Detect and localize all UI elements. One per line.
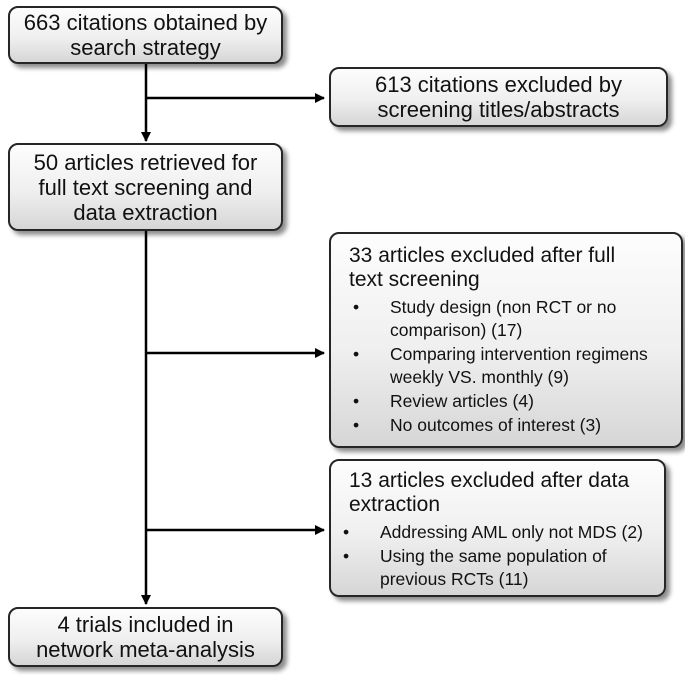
- box-retrieved-line-2: full text screening and: [38, 174, 253, 200]
- reason-line: No outcomes of interest (3): [390, 415, 602, 435]
- bullet-icon: •: [353, 344, 360, 364]
- fulltext-exclusion-reasons: • Study design (non RCT or no comparison…: [349, 296, 671, 437]
- extraction-title-line-1: 13 articles excluded after data: [349, 469, 630, 492]
- reason-line: Study design (non RCT or no: [390, 297, 617, 317]
- reason-aml-only: • Addressing AML only not MDS (2): [339, 521, 654, 544]
- reason-review-articles: • Review articles (4): [349, 390, 671, 413]
- fulltext-excluded-title: 33 articles excluded after full text scr…: [349, 244, 671, 292]
- box-included-line-2: network meta-analysis: [36, 637, 255, 662]
- reason-line: Review articles (4): [390, 391, 534, 411]
- box-screening-line-1: 613 citations excluded by: [374, 72, 623, 97]
- box-screening-line-2: screening titles/abstracts: [377, 97, 620, 122]
- box-search-line-1: 663 citations obtained by: [23, 10, 268, 35]
- reason-line: comparison) (17): [390, 320, 523, 340]
- reason-line: Using the same population of: [380, 546, 607, 566]
- extraction-exclusion-reasons: • Addressing AML only not MDS (2) • Usin…: [339, 521, 654, 591]
- reason-no-outcomes: • No outcomes of interest (3): [349, 414, 671, 437]
- bullet-icon: •: [343, 546, 350, 566]
- box-retrieved-line-3: data extraction: [73, 199, 218, 225]
- box-retrieved-line-1: 50 articles retrieved for: [33, 149, 258, 175]
- box-search-strategy: 663 citations obtained by search strateg…: [8, 6, 283, 64]
- reason-line: previous RCTs (11): [380, 569, 529, 589]
- fulltext-title-line-1: 33 articles excluded after full: [349, 244, 616, 267]
- reason-line: Comparing intervention regimens: [390, 344, 648, 364]
- box-trials-included: 4 trials included in network meta-analys…: [8, 607, 283, 667]
- reason-line: Addressing AML only not MDS (2): [380, 522, 643, 542]
- box-included-line-1: 4 trials included in: [57, 612, 234, 637]
- bullet-icon: •: [353, 415, 360, 435]
- extraction-excluded-title: 13 articles excluded after data extracti…: [349, 469, 654, 517]
- fulltext-title-line-2: text screening: [349, 268, 480, 291]
- reason-comparing-regimens: • Comparing intervention regimens weekly…: [349, 343, 671, 389]
- box-fulltext-excluded: 33 articles excluded after full text scr…: [329, 232, 683, 448]
- bullet-icon: •: [343, 522, 350, 542]
- reason-same-population: • Using the same population of previous …: [339, 545, 654, 591]
- box-extraction-excluded: 13 articles excluded after data extracti…: [329, 459, 666, 597]
- bullet-icon: •: [353, 297, 360, 317]
- box-search-line-2: search strategy: [70, 35, 221, 60]
- box-articles-retrieved: 50 articles retrieved for full text scre…: [8, 143, 283, 231]
- reason-line: weekly VS. monthly (9): [390, 367, 569, 387]
- box-screening-excluded: 613 citations excluded by screening titl…: [329, 67, 668, 127]
- extraction-title-line-2: extraction: [349, 493, 441, 516]
- bullet-icon: •: [353, 391, 360, 411]
- reason-study-design: • Study design (non RCT or no comparison…: [349, 296, 671, 342]
